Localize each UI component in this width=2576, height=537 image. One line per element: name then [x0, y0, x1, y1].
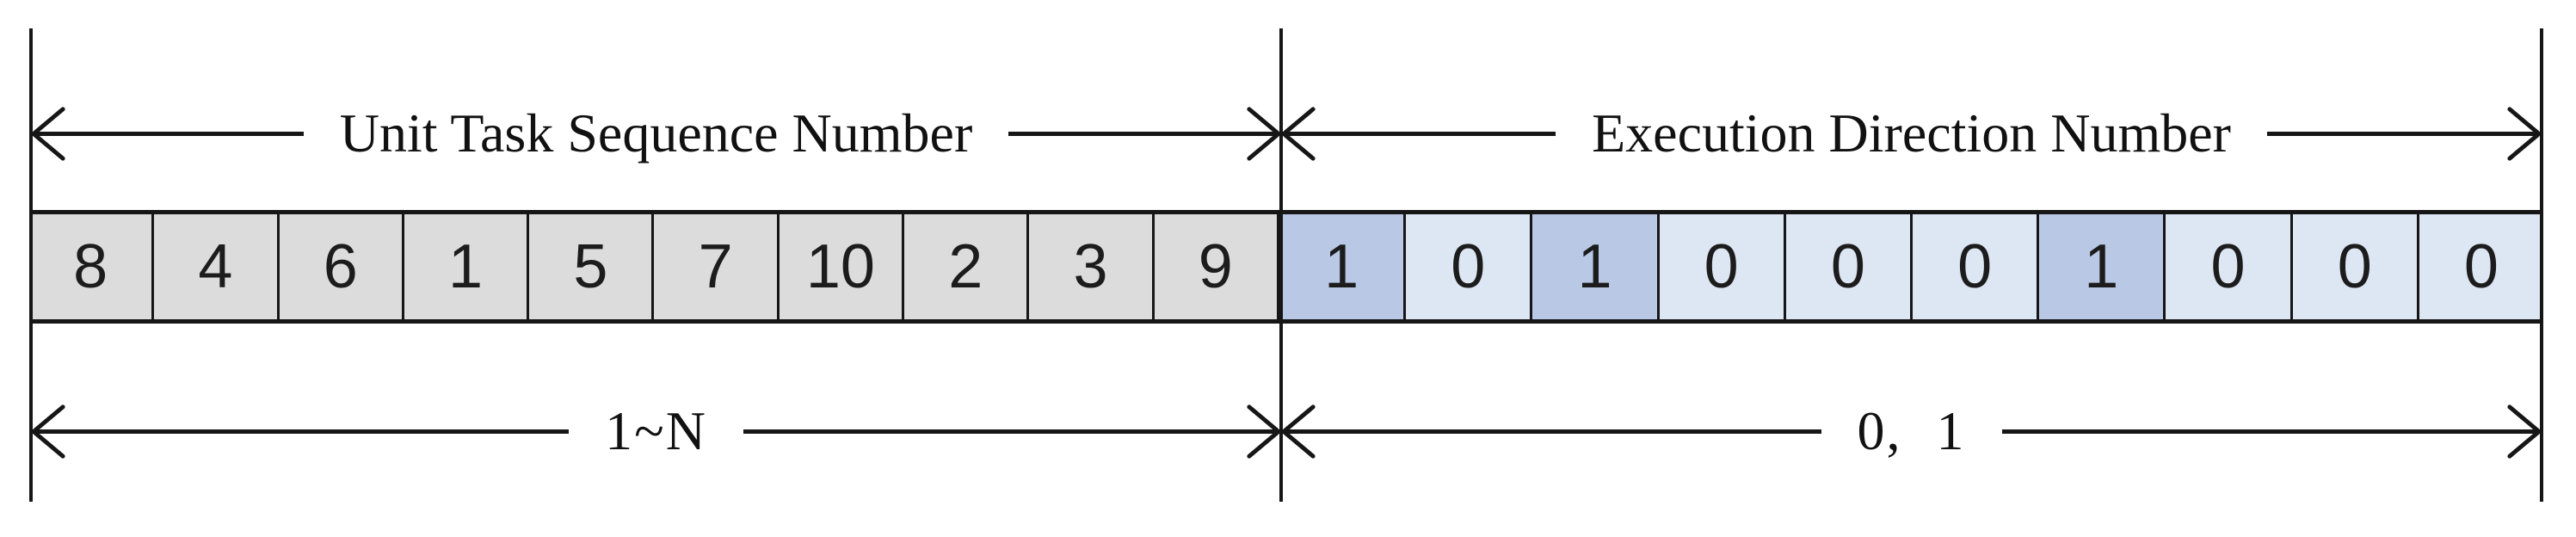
- sequence-range-label: 1~N: [605, 400, 707, 461]
- cell-direction: 0: [2166, 214, 2293, 319]
- left-boundary-line: [29, 28, 33, 502]
- arrow-shaft: [1283, 429, 1821, 434]
- cell-direction: 0: [1785, 214, 1913, 319]
- unit-task-sequence-label: Unit Task Sequence Number: [339, 102, 973, 164]
- cell-sequence: 1: [404, 214, 530, 319]
- cell-direction: 1: [2039, 214, 2166, 319]
- cell-sequence: 7: [654, 214, 780, 319]
- cell-direction: 0: [1913, 214, 2040, 319]
- left-arrowhead-icon: [1283, 100, 1556, 167]
- execution-direction-label: Execution Direction Number: [1592, 102, 2231, 164]
- arrow-shaft: [2001, 429, 2540, 434]
- arrow-shaft: [33, 429, 570, 434]
- cell-direction: 0: [1659, 214, 1786, 319]
- right-arrowhead-icon: [743, 398, 1279, 465]
- right-arrowhead-icon: [2266, 100, 2540, 167]
- cell-sequence: 4: [154, 214, 280, 319]
- cell-sequence: 2: [904, 214, 1030, 319]
- cell-sequence: 3: [1029, 214, 1155, 319]
- right-arrowhead-icon: [1008, 100, 1279, 167]
- cell-direction: 0: [2292, 214, 2419, 319]
- arrow-shaft: [743, 429, 1279, 434]
- right-arrowhead-icon: [2001, 398, 2540, 465]
- arrow-shaft: [1283, 131, 1556, 136]
- direction-range-dimension: 0, 1: [1283, 398, 2540, 465]
- arrow-shaft: [33, 131, 304, 136]
- cell-direction: 1: [1279, 214, 1407, 319]
- sequence-range-dimension: 1~N: [33, 398, 1279, 465]
- direction-range-label: 0, 1: [1857, 400, 1966, 461]
- left-arrowhead-icon: [33, 100, 304, 167]
- right-boundary-line: [2540, 28, 2543, 502]
- arrow-shaft: [1008, 131, 1279, 136]
- execution-direction-dimension: Execution Direction Number: [1283, 100, 2540, 167]
- cell-sequence: 9: [1154, 214, 1279, 319]
- section-divider-line: [1279, 28, 1283, 502]
- left-arrowhead-icon: [1283, 398, 1821, 465]
- left-arrowhead-icon: [33, 398, 570, 465]
- unit-task-sequence-dimension: Unit Task Sequence Number: [33, 100, 1279, 167]
- cell-direction: 1: [1532, 214, 1660, 319]
- cell-sequence: 10: [779, 214, 905, 319]
- cell-sequence: 8: [29, 214, 155, 319]
- cell-sequence: 5: [529, 214, 655, 319]
- cell-sequence: 6: [279, 214, 404, 319]
- cell-direction: 0: [2419, 214, 2544, 319]
- cell-direction: 0: [1406, 214, 1533, 319]
- arrow-shaft: [2266, 131, 2540, 136]
